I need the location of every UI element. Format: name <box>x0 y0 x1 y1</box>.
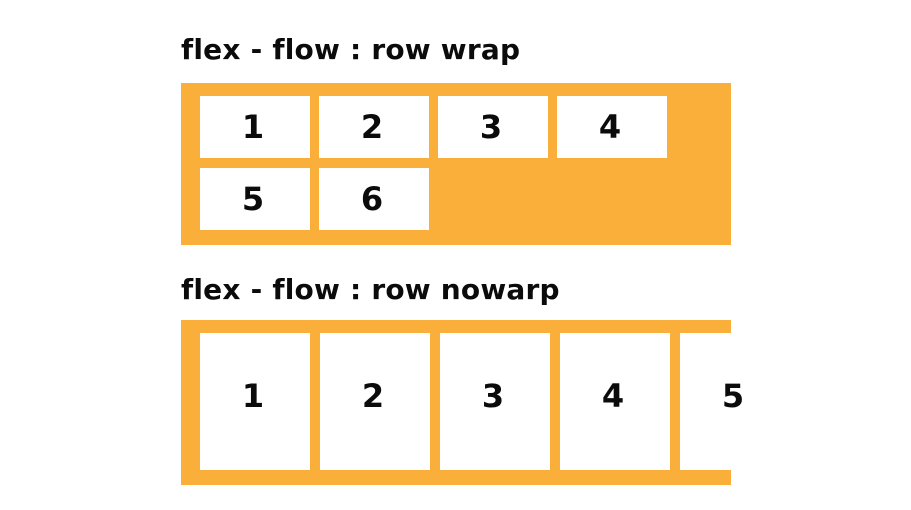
flex-item: 3 <box>440 333 550 470</box>
flex-item: 1 <box>200 333 310 470</box>
flex-item-label: 4 <box>598 108 622 146</box>
flex-item-label: 3 <box>479 108 503 146</box>
flex-item: 2 <box>320 333 430 470</box>
flex-item: 3 <box>438 96 548 158</box>
flex-item: 5 <box>680 333 790 470</box>
section-title-row-wrap: flex - flow : row wrap <box>181 33 521 66</box>
flex-item-label: 4 <box>601 377 625 415</box>
flex-container-row-wrap: 1 2 3 4 5 6 <box>181 83 731 245</box>
flex-item-label: 5 <box>721 377 745 415</box>
flex-item-label: 1 <box>241 377 265 415</box>
flex-item: 4 <box>557 96 667 158</box>
flex-item-label: 5 <box>241 180 265 218</box>
flex-item-label: 3 <box>481 377 505 415</box>
flex-container-row-nowarp: 1 2 3 4 5 <box>181 320 790 485</box>
flex-item-label: 2 <box>361 377 385 415</box>
flex-item-label: 1 <box>241 108 265 146</box>
flex-item: 5 <box>200 168 310 230</box>
flex-item-label: 6 <box>360 180 384 218</box>
flex-item: 2 <box>319 96 429 158</box>
flex-item-label: 2 <box>360 108 384 146</box>
flex-item: 1 <box>200 96 310 158</box>
flex-item: 6 <box>319 168 429 230</box>
flex-item: 4 <box>560 333 670 470</box>
section-title-row-nowarp: flex - flow : row nowarp <box>181 273 560 306</box>
